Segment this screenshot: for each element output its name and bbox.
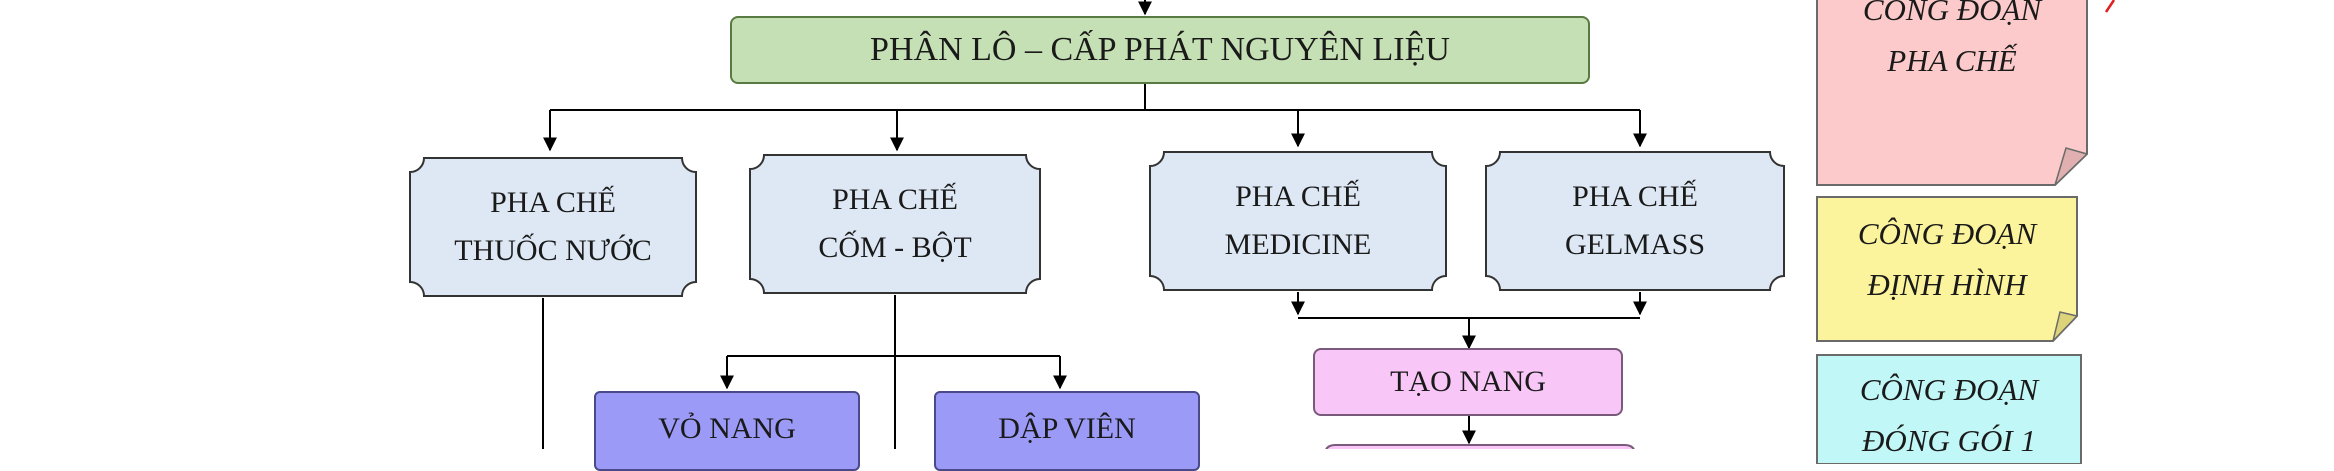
legend-note-line1: CÔNG ĐOẠN [1857, 216, 2037, 251]
mixing-step-line2: THUỐC NƯỚC [454, 234, 652, 267]
mixing-step-line1: PHA CHẾ [490, 186, 616, 219]
main-step-box: PHÂN LÔ – CẤP PHÁT NGUYÊN LIỆU [730, 16, 1590, 84]
plate-shape [1485, 151, 1785, 291]
mixing-step-gelmass: PHA CHẾ GELMASS [1484, 150, 1786, 292]
note-shape [1816, 354, 2082, 464]
mixing-step-line2: GELMASS [1564, 228, 1706, 261]
legend-note-line2: ĐÓNG GÓI 1 [1862, 423, 2036, 459]
plate-shape [1149, 151, 1447, 291]
plate-shape [409, 157, 697, 297]
mixing-step-line1: PHA CHẾ [1235, 180, 1361, 213]
capsule-forming-label: TẠO NANG [1390, 365, 1546, 398]
legend-note-line1: CÔNG ĐOẠN [1862, 0, 2042, 27]
note-shape [1816, 0, 2088, 186]
note-shape [1816, 196, 2078, 342]
flow-connectors [542, 0, 1647, 449]
mixing-step-line1: PHA CHẾ [1572, 180, 1698, 213]
shaping-step-label: VỎ NANG [658, 412, 796, 445]
legend-note-line2: ĐỊNH HÌNH [1867, 267, 2027, 303]
mixing-step-medicine: PHA CHẾ MEDICINE [1148, 150, 1448, 292]
legend-note-shaping: CÔNG ĐOẠN ĐỊNH HÌNH [1816, 196, 2078, 342]
capsule-forming-step: TẠO NANG [1313, 348, 1623, 416]
mixing-step-thuoc-nuoc: PHA CHẾ THUỐC NƯỚC [408, 156, 698, 298]
mixing-step-line2: MEDICINE [1224, 228, 1372, 261]
shaping-step-vo-nang: VỎ NANG [594, 391, 860, 471]
plate-shape [749, 154, 1041, 294]
cut-off-next-step [1324, 444, 1636, 449]
mixing-step-line1: PHA CHẾ [832, 183, 958, 216]
main-step-label: PHÂN LÔ – CẤP PHÁT NGUYÊN LIỆU [870, 30, 1450, 68]
legend-note-line1: CÔNG ĐOẠN [1859, 372, 2039, 407]
red-mark-fragment [2104, 0, 2116, 13]
process-flow-diagram: PHÂN LÔ – CẤP PHÁT NGUYÊN LIỆU PHA CHẾ T… [408, 0, 2116, 471]
legend-note-mixing: CÔNG ĐOẠN PHA CHẾ [1816, 0, 2088, 186]
shaping-step-dap-vien: DẬP VIÊN [934, 391, 1200, 471]
mixing-step-line2: CỐM - BỘT [818, 231, 972, 264]
legend-note-line2: PHA CHẾ [1887, 43, 2017, 79]
shaping-step-label: DẬP VIÊN [998, 412, 1136, 445]
mixing-step-com-bot: PHA CHẾ CỐM - BỘT [748, 153, 1042, 295]
legend-note-packing: CÔNG ĐOẠN ĐÓNG GÓI 1 [1816, 354, 2082, 464]
